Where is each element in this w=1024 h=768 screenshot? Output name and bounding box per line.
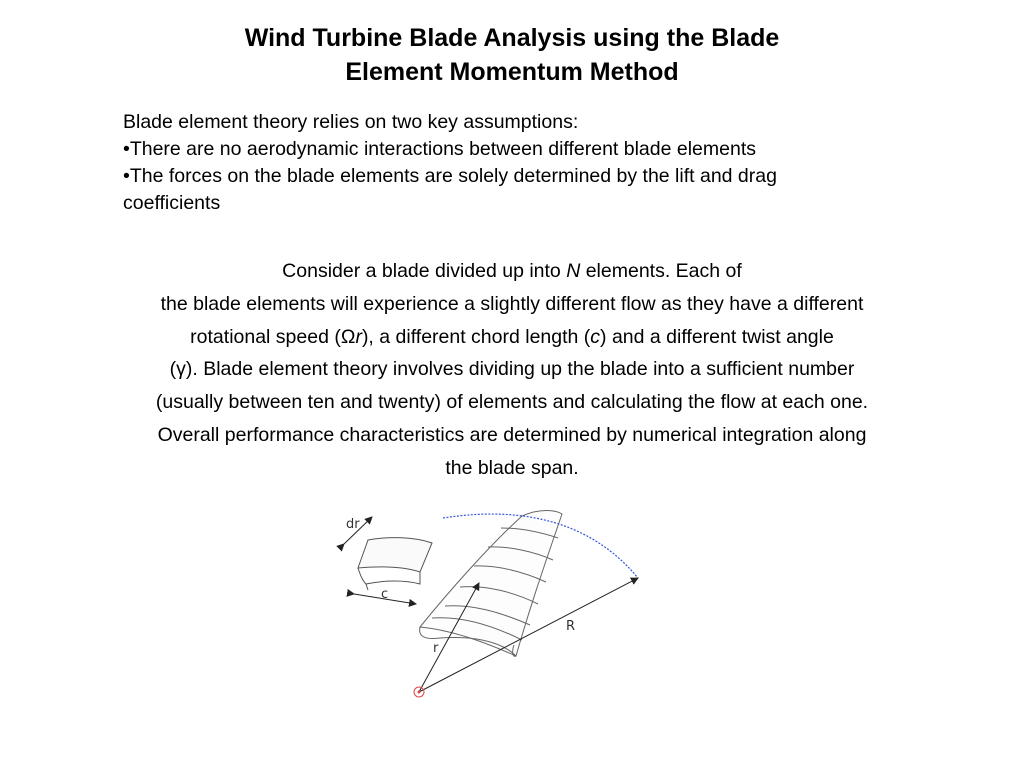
label-r: r [433, 641, 439, 656]
assumption-bullet-1: •There are no aerodynamic interactions b… [123, 138, 757, 160]
assumptions-list: Blade element theory relies on two key a… [123, 109, 913, 217]
assumption-bullet-2-line-2: coefficients [123, 192, 221, 214]
label-c: c [381, 587, 388, 602]
text-span: Consider a blade divided up into [282, 260, 567, 282]
assumptions-intro: Blade element theory relies on two key a… [123, 111, 579, 133]
assumption-bullet-2-line-1: •The forces on the blade elements are so… [123, 165, 777, 187]
hub-center-marker [413, 686, 425, 698]
blade-element-inset [357, 537, 433, 591]
label-dr: dr [346, 517, 360, 532]
variable-n: N [566, 260, 581, 282]
paragraph-line-6: Overall performance characteristics are … [157, 423, 867, 446]
paragraph-line-4: (γ). Blade element theory involves divid… [169, 358, 855, 381]
paragraph-line-5: (usually between ten and twenty) of elem… [155, 391, 869, 414]
blade-element-diagram: dr c R r [336, 510, 639, 698]
dr-dimension-arrow [336, 516, 373, 552]
paragraph-line-7: the blade span. [445, 456, 579, 479]
description-paragraph: Consider a blade divided up into N eleme… [40, 255, 984, 485]
text-span: elements. Each of [580, 260, 742, 282]
text-span: rotational speed (Ω [190, 325, 356, 348]
paragraph-line-3: rotational speed (Ωr), a different chord… [40, 321, 984, 354]
variable-r: r [355, 325, 362, 348]
paragraph-line-1: Consider a blade divided up into N eleme… [40, 255, 984, 288]
radius-R-arrow [418, 577, 639, 693]
radius-r-arrow [418, 582, 480, 693]
text-span: ), a different chord length ( [361, 325, 591, 348]
title-line-2: Element Momentum Method [345, 58, 679, 86]
text-span: ) and a different twist angle [600, 325, 834, 348]
turbine-blade [419, 510, 563, 657]
c-dimension-arrow [346, 588, 417, 607]
title-line-1: Wind Turbine Blade Analysis using the Bl… [244, 24, 780, 52]
page-title: Wind Turbine Blade Analysis using the Bl… [112, 21, 912, 89]
paragraph-line-2: the blade elements will experience a sli… [160, 292, 864, 315]
hub-center-dot [417, 690, 421, 694]
variable-c: c [590, 325, 601, 348]
rotor-sweep-arc [442, 513, 639, 579]
label-R: R [566, 619, 575, 634]
